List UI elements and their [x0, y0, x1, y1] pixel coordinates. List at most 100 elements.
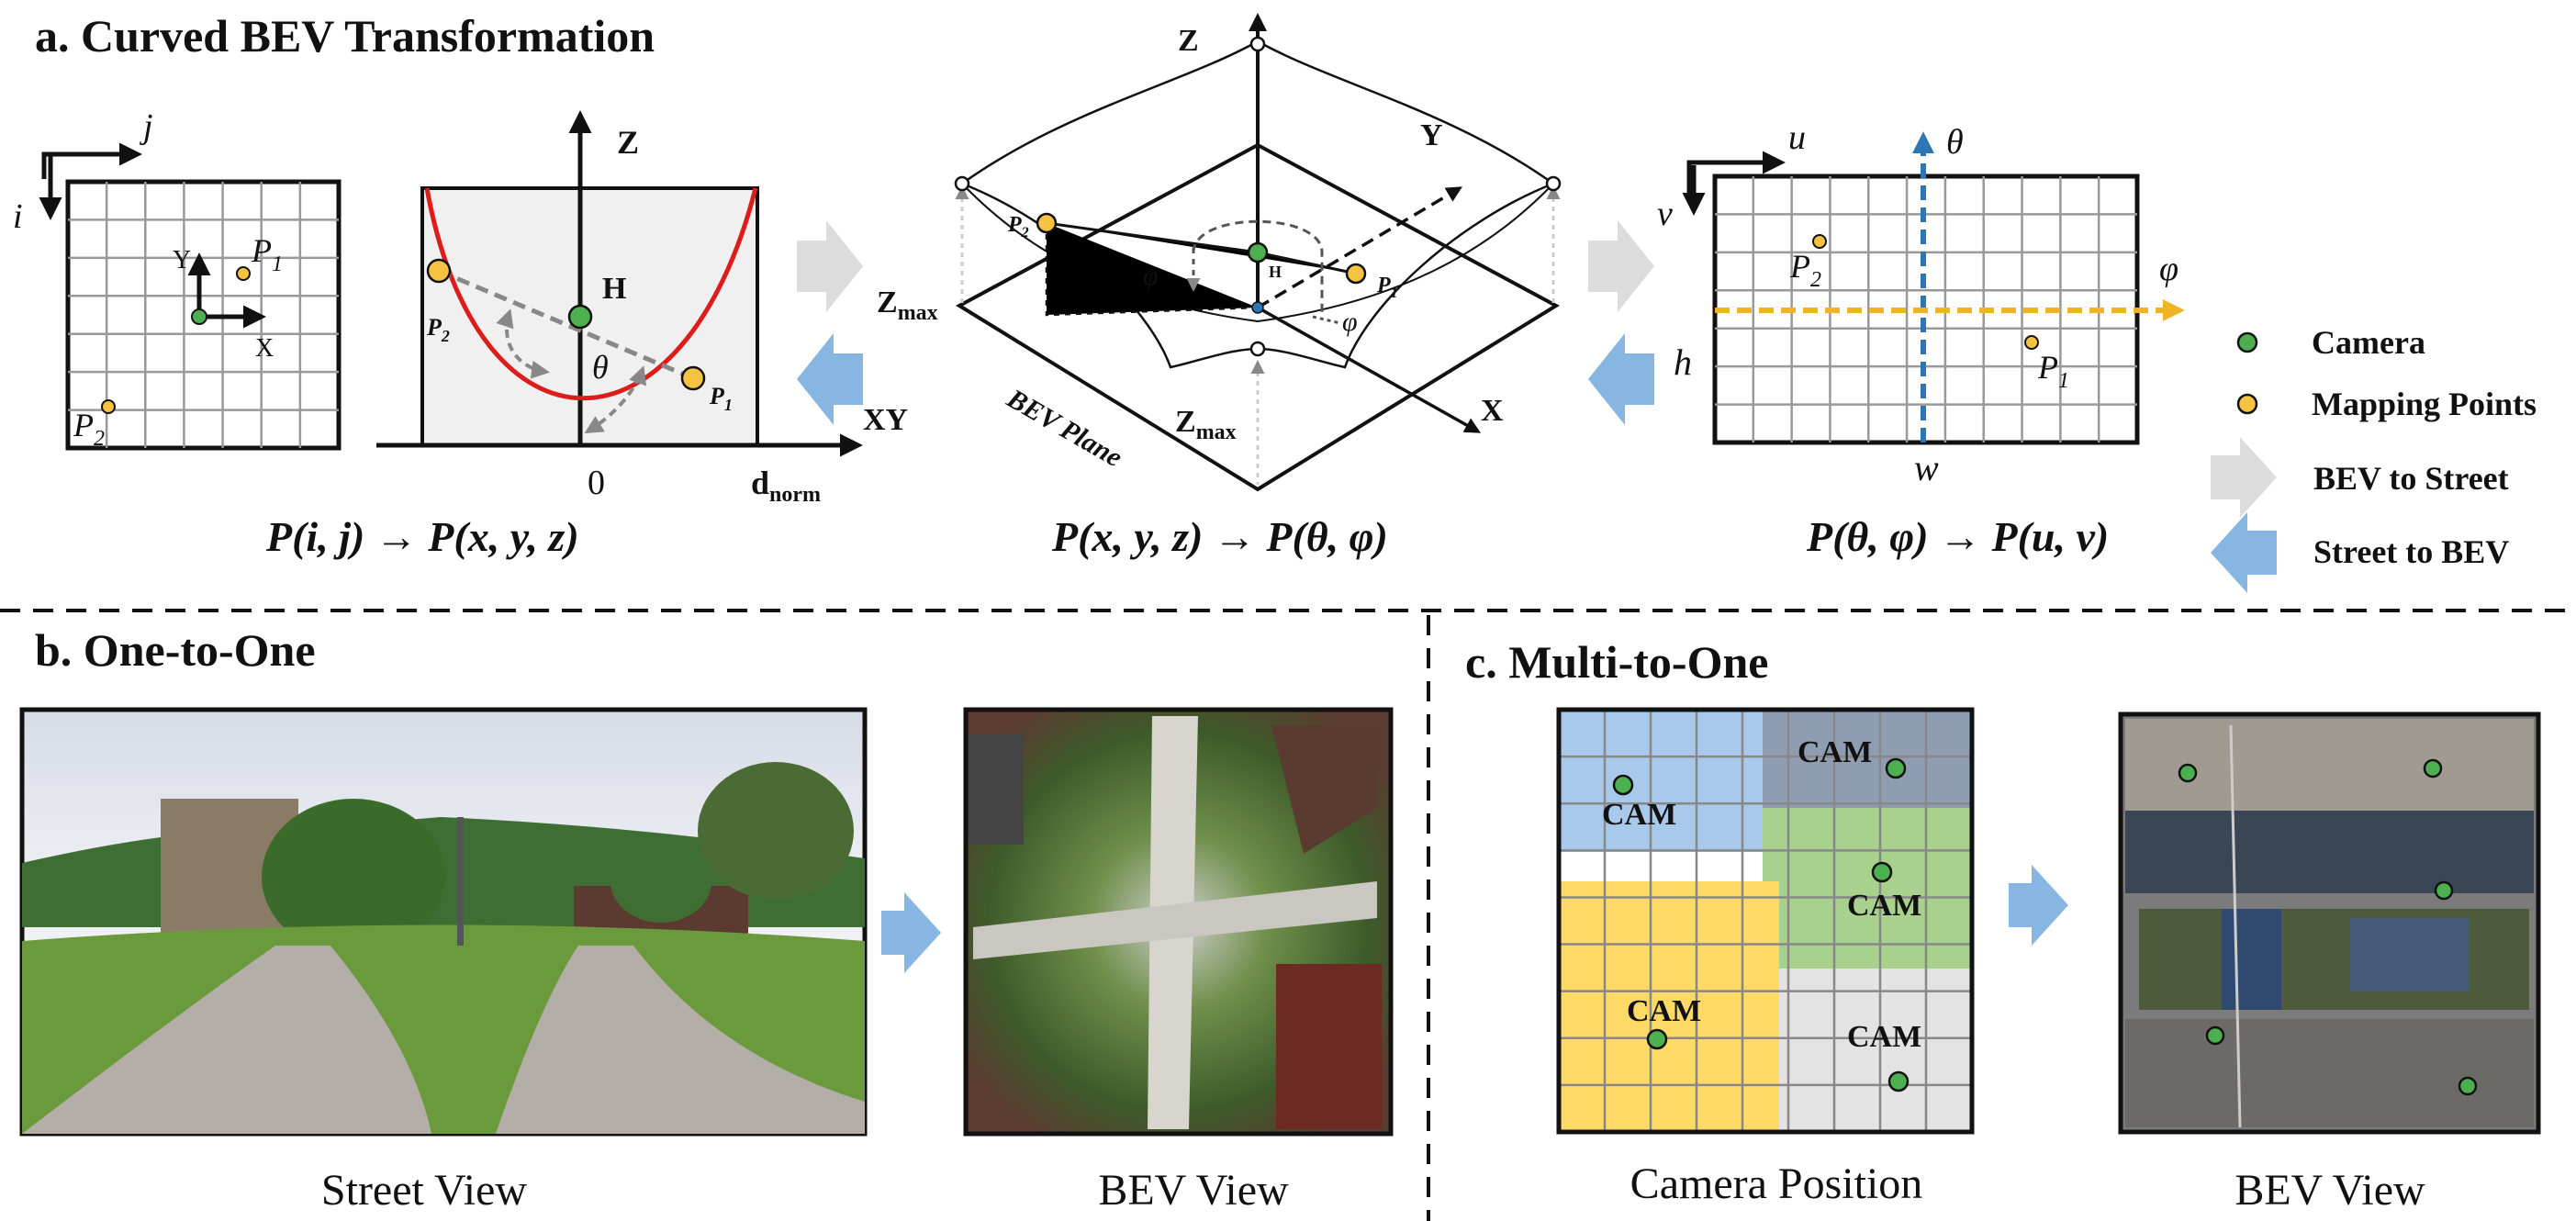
3d-camera-dot	[1247, 241, 1269, 263]
equation-3: P(θ, φ) → P(u, v)	[1806, 513, 2109, 560]
phi-tick	[1312, 315, 1341, 325]
mapping-point-p1	[236, 266, 251, 281]
h-label: h	[1674, 342, 1692, 383]
pano-p1-label: P1	[2037, 349, 2069, 393]
bev-view-caption-b: BEV View	[1098, 1166, 1289, 1215]
curve-z-label: Z	[617, 124, 639, 161]
pano-p2-label: P2	[1789, 248, 1821, 292]
dome-right	[1545, 175, 1562, 192]
3d-x-axis	[1257, 306, 1482, 433]
bev-view-caption-c: BEV View	[2234, 1166, 2425, 1215]
projection-line	[438, 268, 694, 381]
equation-2: P(x, y, z) → P(θ, φ)	[1051, 513, 1388, 560]
camera-position-caption: Camera Position	[1630, 1159, 1923, 1208]
bev-cam-dot-5	[2458, 1076, 2478, 1096]
cam-dot-2	[1885, 757, 1907, 779]
bev-cam-dot-4	[2205, 1025, 2225, 1046]
legend: Camera Mapping Points BEV to Street Stre…	[2211, 324, 2537, 593]
pano-p2-dot	[1812, 234, 1827, 249]
grid-p2: P2	[73, 407, 105, 451]
3d-p1-dot	[1345, 263, 1367, 285]
angle-arc-2	[584, 365, 647, 434]
3d-y-label: Y	[1420, 118, 1443, 152]
street-view-caption: Street View	[321, 1166, 528, 1215]
street-to-bev-arrow-2	[1588, 333, 1654, 425]
bev-cam-dot-2	[2423, 758, 2443, 779]
phi-arc	[1192, 219, 1324, 317]
dome-left	[954, 175, 970, 192]
zmax-left-label: Zmax	[877, 286, 938, 325]
legend-mapping-icon	[2236, 393, 2258, 415]
cam-label-5: CAM	[1847, 1020, 1921, 1054]
cam-dot-5	[1887, 1070, 1910, 1092]
legend-camera: Camera	[2312, 324, 2425, 361]
3d-phi-label-2: φ	[1342, 307, 1358, 337]
3d-h-label: H	[1269, 263, 1282, 281]
cam-dot-1	[1612, 774, 1634, 796]
bev-view-image	[963, 707, 1394, 1137]
curve-p2-dot	[426, 258, 452, 284]
j-axis-arrow	[41, 142, 142, 179]
bev-cam-dot-3	[2434, 880, 2454, 901]
panel-b-title: b. One-to-One	[35, 624, 316, 676]
bev-to-street-arrow-2	[1588, 220, 1654, 312]
street-to-bev-arrow-c	[2009, 865, 2068, 946]
panel-a-title: a. Curved BEV Transformation	[35, 10, 655, 62]
pixel-grid: j i Y X P1 P2	[13, 107, 342, 451]
curve-p2-label: P2	[426, 314, 450, 345]
i-label: i	[13, 197, 23, 236]
curve-dnorm-label: dnorm	[751, 465, 821, 507]
phi-label: φ	[2159, 250, 2178, 288]
bev-cam-dot-1	[2178, 763, 2198, 783]
3d-p2-label: P2	[1007, 213, 1029, 241]
cam-dot-3	[1871, 861, 1893, 883]
pano-p1-dot	[2024, 335, 2039, 350]
theta-label: θ	[1946, 123, 1964, 162]
curve-camera-dot	[567, 304, 593, 330]
dome-curve-mid	[961, 183, 1554, 323]
panel-c-title: c. Multi-to-One	[1465, 636, 1768, 688]
legend-street-to-bev-icon	[2211, 512, 2277, 593]
curve-h-label: H	[602, 272, 626, 306]
drop-line	[1045, 223, 1259, 317]
legend-street-to-bev: Street to BEV	[2313, 533, 2509, 570]
u-axis-arrow	[1686, 151, 1786, 193]
v-label: v	[1657, 195, 1673, 233]
3d-p2-dot	[1036, 212, 1058, 234]
3d-phi-label-1: φ	[1143, 261, 1159, 291]
street-to-bev-arrow-1	[797, 333, 863, 425]
curve-zero-label: 0	[588, 464, 605, 502]
bev-to-street-arrow-1	[797, 220, 863, 312]
3d-origin-dot	[1251, 301, 1264, 314]
3d-z-label: Z	[1178, 24, 1199, 58]
3d-p1-label: P1	[1376, 274, 1398, 301]
legend-bev-to-street-icon	[2211, 437, 2277, 518]
curve-p1-dot	[680, 365, 706, 391]
3d-xy-label: XY	[863, 403, 908, 437]
3d-x-label: X	[1481, 394, 1504, 428]
curve-p1-label: P1	[709, 383, 733, 414]
panorama-grid: u v θ φ h w P2 P1	[1657, 118, 2185, 488]
u-label: u	[1788, 118, 1806, 157]
cam-label-2: CAM	[1798, 735, 1872, 769]
legend-camera-icon	[2236, 331, 2258, 353]
merged-bev-image	[2118, 711, 2541, 1135]
cam-label-3: CAM	[1847, 889, 1921, 923]
curved-bev-3d: Z Y X XY Zmax Zmax BEV Plane H φ φ P2 P1	[863, 13, 1562, 492]
grid-p1: P1	[251, 232, 283, 276]
mapping-point-p2	[101, 399, 116, 414]
height-curve-plot: Z H θ 0 dnorm P2 P1	[376, 110, 863, 507]
angle-arc-1	[496, 308, 550, 379]
legend-mapping: Mapping Points	[2312, 386, 2537, 422]
curve-theta-label: θ	[592, 349, 609, 386]
cam-label-4: CAM	[1627, 994, 1701, 1028]
grid-x-label: X	[255, 334, 274, 363]
street-to-bev-arrow-b	[881, 892, 941, 973]
zmax-center-label: Zmax	[1175, 405, 1237, 444]
j-label: j	[139, 107, 153, 146]
w-label: w	[1914, 447, 1939, 488]
legend-bev-to-street: BEV to Street	[2313, 460, 2509, 497]
dome-apex	[1249, 36, 1266, 52]
grid-y-label: Y	[173, 246, 191, 274]
